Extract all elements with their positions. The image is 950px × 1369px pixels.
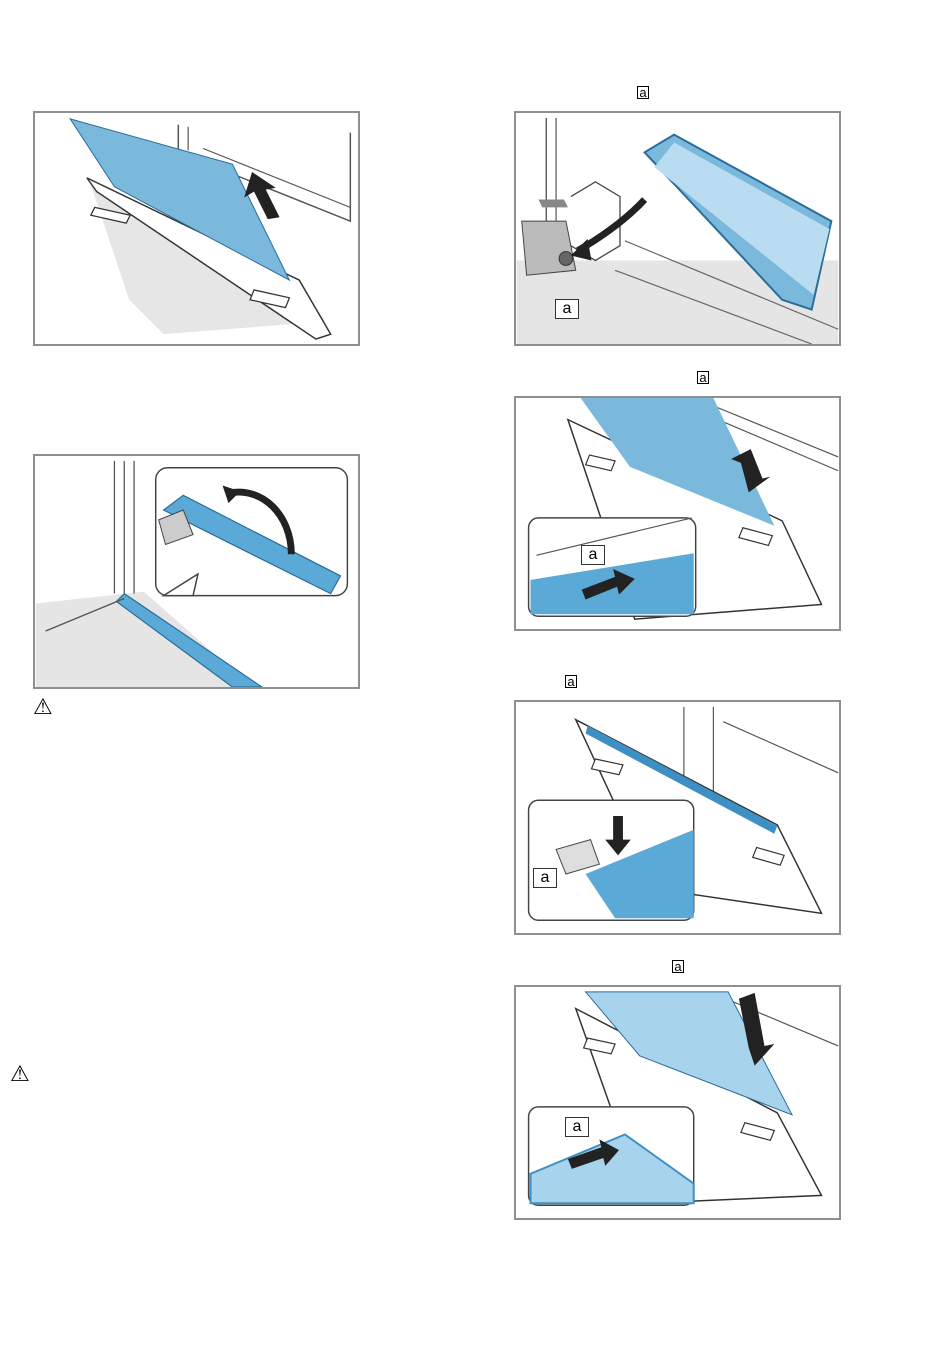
illustration-push-glass [516, 398, 839, 629]
label-a-middle-right: a [697, 371, 709, 384]
label-a-top-right: a [637, 86, 649, 99]
figure-push-glass [514, 396, 841, 631]
illustration-fold-clip [35, 456, 358, 687]
callout-a-press: a [533, 868, 557, 888]
callout-a-glass: a [581, 545, 605, 565]
figure-fold-clip [33, 454, 360, 689]
figure-insert-outer [514, 985, 841, 1220]
callout-a-clip: a [555, 299, 579, 319]
warning-icon: ⚠ [33, 697, 53, 719]
figure-press-clip [514, 700, 841, 935]
illustration-lift-glass [35, 113, 358, 344]
warning-icon: ⚠ [10, 1064, 30, 1086]
callout-a-outer: a [565, 1117, 589, 1137]
label-a-bottom-right: a [672, 960, 684, 973]
illustration-insert-outer [516, 987, 839, 1218]
illustration-press-clip [516, 702, 839, 933]
label-a-lower-right: a [565, 675, 577, 688]
figure-lift-glass [33, 111, 360, 346]
